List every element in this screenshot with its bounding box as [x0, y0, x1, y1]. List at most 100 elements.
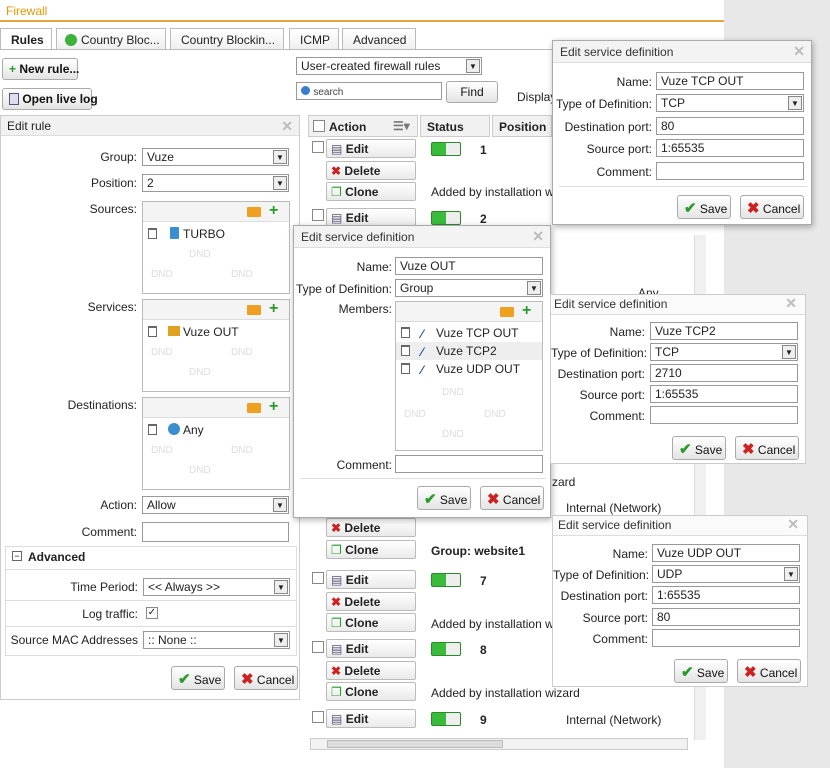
tab-rules[interactable]: Rules: [0, 28, 52, 50]
row-checkbox[interactable]: [312, 209, 324, 221]
mac-select[interactable]: :: None :: ▼: [143, 631, 290, 649]
delete-button[interactable]: ✖ Delete: [326, 161, 416, 180]
find-button[interactable]: Find: [446, 81, 498, 103]
trash-icon[interactable]: [401, 345, 410, 356]
folder-icon[interactable]: [247, 305, 261, 315]
trash-icon[interactable]: [148, 228, 157, 239]
add-icon[interactable]: +: [269, 202, 279, 219]
status-toggle[interactable]: [431, 142, 461, 156]
trash-icon[interactable]: [401, 363, 410, 374]
clone-button[interactable]: ❐ Clone: [326, 613, 416, 632]
clone-button[interactable]: ❐ Clone: [326, 540, 416, 559]
save-button[interactable]: ✔ Save: [171, 666, 225, 690]
name-field[interactable]: Vuze TCP OUT: [656, 72, 804, 90]
tab-advanced[interactable]: Advanced: [342, 28, 416, 50]
comment-field[interactable]: [142, 522, 289, 542]
comment-field[interactable]: [395, 455, 543, 473]
clone-button[interactable]: ❐ Clone: [326, 182, 416, 201]
cancel-button[interactable]: ✖ Cancel: [234, 666, 298, 690]
edit-button[interactable]: ▤ Edit: [326, 208, 416, 227]
add-icon[interactable]: +: [269, 398, 279, 415]
folder-icon[interactable]: [247, 403, 261, 413]
destination-item[interactable]: Any: [183, 423, 204, 437]
row-checkbox[interactable]: [312, 572, 324, 584]
close-icon[interactable]: ✕: [785, 295, 797, 311]
sources-list[interactable]: + TURBO DND DND DND: [142, 201, 290, 294]
column-menu-icon[interactable]: ☰▾: [393, 119, 410, 133]
folder-icon[interactable]: [247, 207, 261, 217]
destinations-list[interactable]: + Any DND DND DND: [142, 397, 290, 490]
type-select[interactable]: Group ▼: [395, 279, 543, 297]
name-field[interactable]: Vuze TCP2: [650, 322, 798, 340]
trash-icon[interactable]: [148, 326, 157, 337]
status-toggle[interactable]: [431, 573, 461, 587]
trash-icon[interactable]: [401, 327, 410, 338]
clone-button[interactable]: ❐ Clone: [326, 682, 416, 701]
source-item[interactable]: TURBO: [183, 227, 225, 241]
type-select[interactable]: TCP ▼: [656, 94, 804, 112]
cancel-button[interactable]: ✖ Cancel: [740, 195, 804, 219]
services-list[interactable]: + Vuze OUT DND DND DND: [142, 299, 290, 392]
scroll-thumb[interactable]: [327, 740, 503, 748]
save-button[interactable]: ✔ Save: [417, 486, 471, 510]
type-select[interactable]: UDP ▼: [652, 565, 800, 583]
edit-button[interactable]: ▤ Edit: [326, 139, 416, 158]
dport-field[interactable]: 1:65535: [652, 586, 800, 604]
member-item[interactable]: ⁄ Vuze TCP OUT: [396, 324, 542, 342]
edit-button[interactable]: ▤ Edit: [326, 639, 416, 658]
status-toggle[interactable]: [431, 712, 461, 726]
status-toggle[interactable]: [431, 642, 461, 656]
sport-field[interactable]: 80: [652, 608, 800, 626]
row-checkbox[interactable]: [312, 711, 324, 723]
service-item[interactable]: Vuze OUT: [183, 325, 239, 339]
comment-field[interactable]: [656, 162, 804, 180]
comment-field[interactable]: [652, 629, 800, 647]
new-rule-button[interactable]: + New rule...: [2, 58, 79, 80]
save-button[interactable]: ✔ Save: [674, 659, 728, 683]
delete-button[interactable]: ✖ Delete: [326, 592, 416, 611]
rule-filter-select[interactable]: User-created firewall rules ▼: [296, 57, 482, 75]
folder-icon[interactable]: [500, 307, 514, 317]
close-icon[interactable]: ✕: [532, 228, 544, 244]
action-select[interactable]: Allow ▼: [142, 496, 289, 514]
comment-field[interactable]: [650, 406, 798, 424]
name-field[interactable]: Vuze UDP OUT: [652, 544, 800, 562]
row-checkbox[interactable]: [312, 641, 324, 653]
cancel-button[interactable]: ✖ Cancel: [735, 436, 799, 460]
sport-field[interactable]: 1:65535: [650, 385, 798, 403]
tab-country-bloc[interactable]: Country Bloc...: [56, 28, 166, 50]
status-toggle[interactable]: [431, 211, 461, 225]
dport-field[interactable]: 2710: [650, 364, 798, 382]
horizontal-scrollbar[interactable]: [310, 738, 688, 750]
trash-icon[interactable]: [148, 424, 157, 435]
add-icon[interactable]: +: [522, 302, 532, 319]
delete-button[interactable]: ✖ Delete: [326, 661, 416, 680]
time-period-select[interactable]: << Always >> ▼: [143, 578, 290, 596]
collapse-icon[interactable]: −: [12, 551, 22, 561]
dport-field[interactable]: 80: [656, 117, 804, 135]
close-icon[interactable]: ✕: [793, 43, 805, 59]
member-item[interactable]: ⁄ Vuze TCP2: [396, 342, 542, 360]
search-input[interactable]: search: [296, 82, 442, 100]
save-button[interactable]: ✔ Save: [672, 436, 726, 460]
add-icon[interactable]: +: [269, 300, 279, 317]
delete-button[interactable]: ✖ Delete: [326, 518, 416, 537]
tab-icmp[interactable]: ICMP: [289, 28, 339, 50]
save-button[interactable]: ✔ Save: [677, 195, 731, 219]
sport-field[interactable]: 1:65535: [656, 139, 804, 157]
position-select[interactable]: 2 ▼: [142, 174, 289, 192]
cancel-button[interactable]: ✖ Cancel: [737, 659, 801, 683]
edit-button[interactable]: ▤ Edit: [326, 709, 416, 728]
edit-button[interactable]: ▤ Edit: [326, 570, 416, 589]
position-column-header[interactable]: Position: [492, 115, 552, 137]
group-select[interactable]: Vuze ▼: [142, 148, 289, 166]
action-column-header[interactable]: Action ☰▾: [308, 115, 418, 137]
name-field[interactable]: Vuze OUT: [395, 257, 543, 275]
close-icon[interactable]: ✕: [281, 118, 293, 134]
open-live-log-button[interactable]: Open live log: [2, 88, 98, 110]
row-checkbox[interactable]: [312, 141, 324, 153]
cancel-button[interactable]: ✖ Cancel: [480, 486, 544, 510]
log-traffic-checkbox[interactable]: ✓: [146, 607, 158, 619]
member-item[interactable]: ⁄ Vuze UDP OUT: [396, 360, 542, 378]
select-all-checkbox[interactable]: [313, 120, 325, 132]
